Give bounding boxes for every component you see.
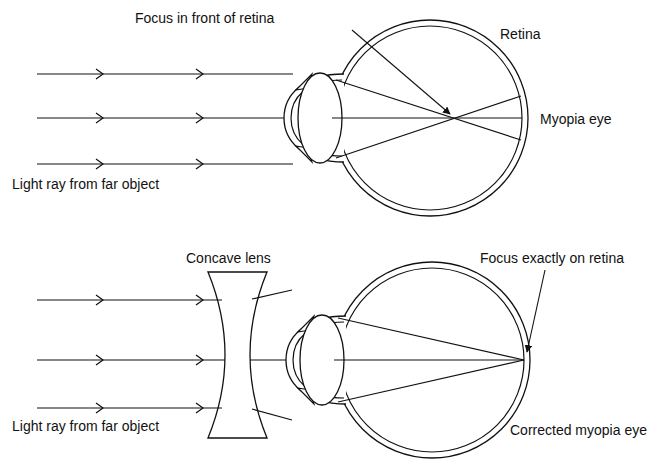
concave-lens xyxy=(208,272,267,438)
text-label: Retina xyxy=(500,26,540,42)
light-rays xyxy=(37,69,522,169)
leader-line xyxy=(527,270,545,352)
text-label: Focus in front of retina xyxy=(135,10,274,26)
text-label: Focus exactly on retina xyxy=(480,250,624,266)
corrected-eye xyxy=(286,262,530,458)
text-label: Corrected myopia eye xyxy=(510,422,647,438)
text-label: Light ray from far object xyxy=(12,418,159,434)
text-label: Concave lens xyxy=(186,250,271,266)
leader-line xyxy=(352,30,450,114)
myopic-eye xyxy=(284,20,528,216)
light-rays xyxy=(37,290,524,420)
text-label: Light ray from far object xyxy=(12,176,159,192)
text-label: Myopia eye xyxy=(540,111,612,127)
